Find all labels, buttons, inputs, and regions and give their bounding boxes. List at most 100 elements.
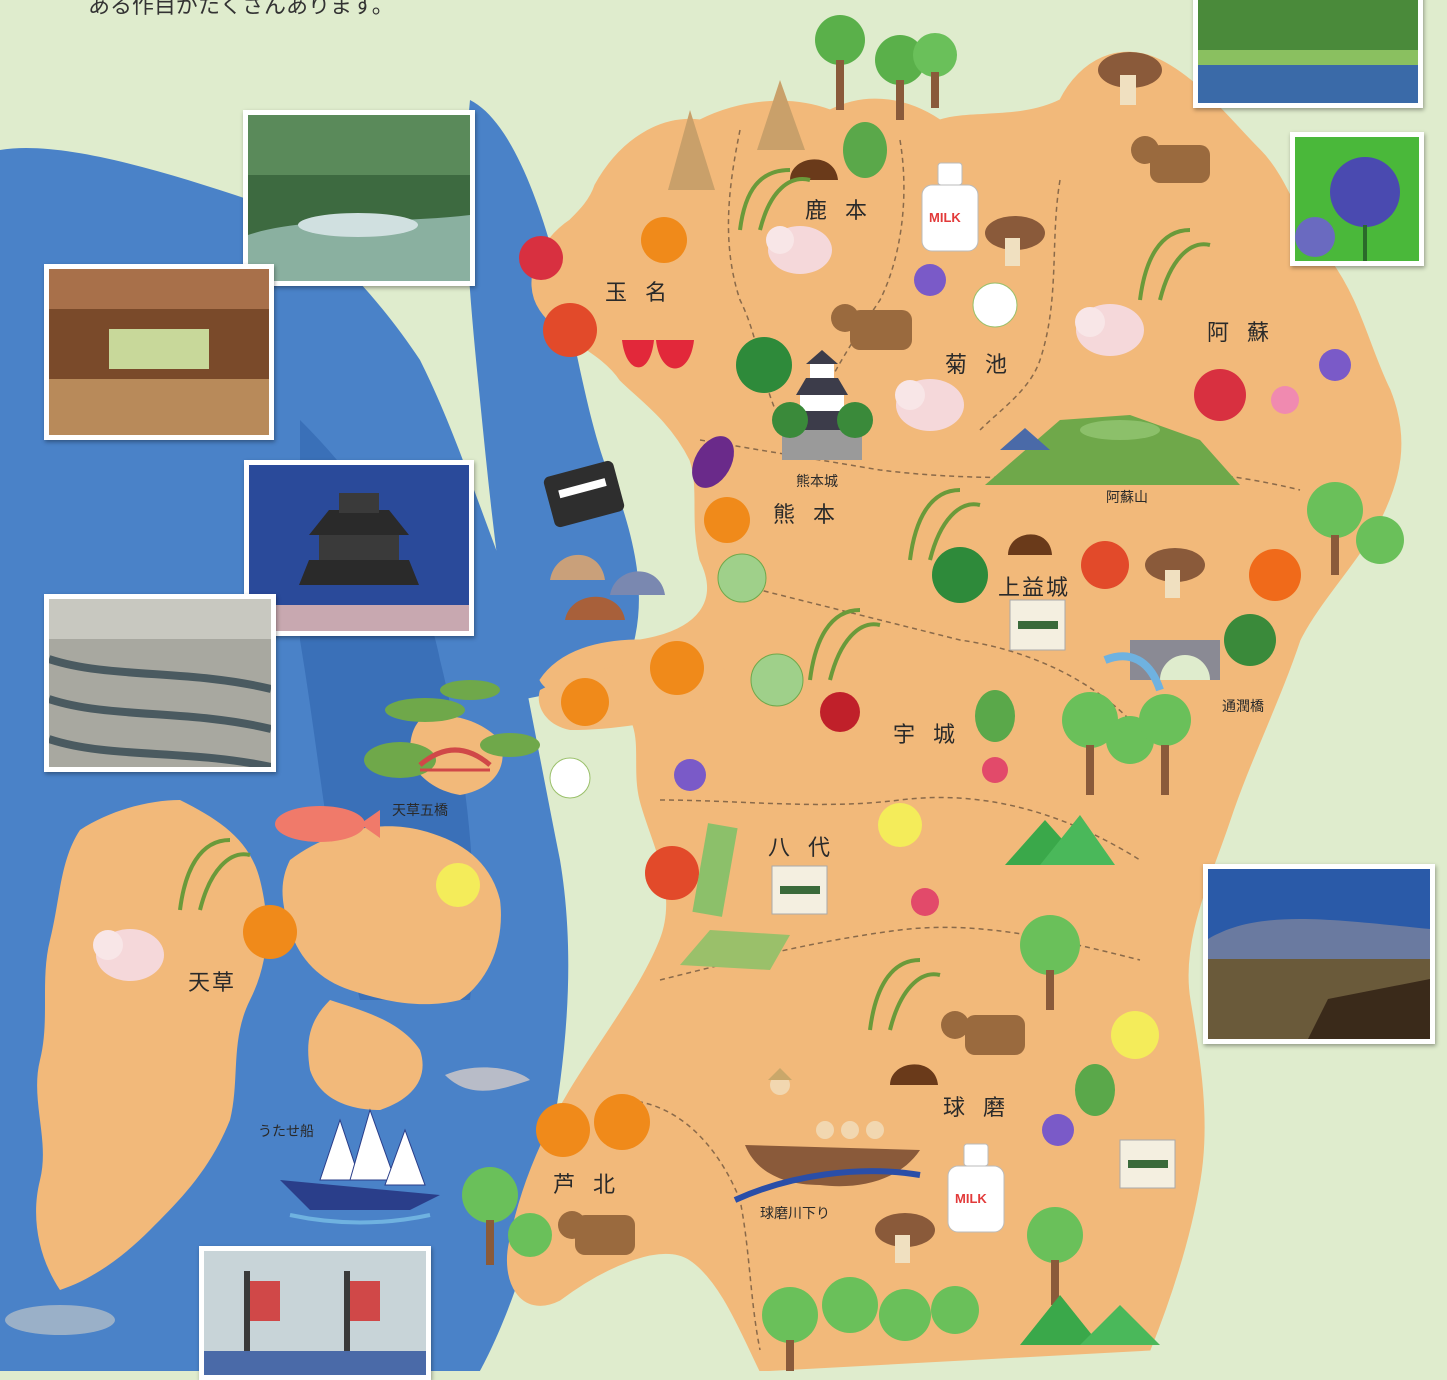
pig-icon <box>895 379 964 431</box>
flower-icon <box>1042 1114 1074 1146</box>
flower-icon <box>972 282 1018 328</box>
tree-icon <box>913 33 957 108</box>
landmark-label-kumamoto-castle: 熊本城 <box>796 474 838 490</box>
region-label-kamimashiki: 上益城 <box>998 576 1070 601</box>
rice-icon <box>1138 228 1211 301</box>
clam-icon <box>565 596 625 620</box>
mushroom-icon <box>1145 548 1205 598</box>
rush-grass-icon <box>692 823 738 917</box>
rice-icon <box>178 838 251 911</box>
utase-boat-icon <box>280 1108 440 1225</box>
tree-icon <box>1020 915 1080 1010</box>
tree-icon <box>1020 1295 1100 1345</box>
tea-leaf-icon <box>843 122 887 178</box>
mushroom-icon <box>985 216 1045 266</box>
nori-pack-icon <box>771 865 828 915</box>
rice-icon <box>908 488 981 561</box>
milk-bottle-icon: MILK <box>947 1143 1005 1233</box>
bamboo-shoot-icon <box>668 110 715 190</box>
melon-icon <box>750 653 804 707</box>
fish-icon <box>445 1067 530 1091</box>
flower-icon <box>436 863 480 907</box>
chestnut-icon <box>890 1064 938 1085</box>
photo-hitoyoshi-basin <box>1203 864 1435 1044</box>
flower-icon <box>674 759 706 791</box>
tree-icon <box>931 1286 979 1334</box>
landmark-label-kuma-river-rafting: 球磨川下り <box>760 1206 830 1222</box>
ariake-sea <box>465 100 639 700</box>
tomato-icon <box>645 846 699 900</box>
cow-icon <box>941 1011 1025 1055</box>
tree-icon <box>762 1287 818 1371</box>
mandarin-icon <box>650 641 704 695</box>
fish-icon <box>5 1305 115 1335</box>
tree-icon <box>875 35 925 120</box>
chestnut-icon <box>790 159 838 180</box>
photo-fishing-boats <box>199 1246 431 1380</box>
mandarin-icon <box>561 678 609 726</box>
flower-icon <box>1319 349 1351 381</box>
photo-yachiyoza-theater <box>44 264 274 440</box>
landmark-label-amakusa-bridges: 天草五橋 <box>392 803 448 819</box>
tree-icon <box>815 15 865 110</box>
tea-leaf-icon <box>1075 1064 1115 1116</box>
nori-pack-icon <box>1119 1139 1176 1189</box>
flower-icon <box>1111 1011 1159 1059</box>
region-label-kumamoto: 熊本 <box>773 503 853 528</box>
photo-kumamoto-castle <box>244 460 474 636</box>
region-label-yatsushiro: 八代 <box>768 836 848 861</box>
milk-bottle-icon: MILK <box>921 162 979 252</box>
kuma-river-rafting-icon <box>733 1068 921 1203</box>
landmark-label-utase-boat: うたせ船 <box>258 1124 314 1140</box>
tree-icon <box>1307 482 1363 575</box>
tree-icon <box>1027 1207 1083 1305</box>
bamboo-shoot-icon <box>757 80 805 150</box>
tea-leaf-icon <box>975 690 1015 742</box>
nori-icon <box>543 460 625 528</box>
mandarin-icon <box>536 1103 590 1157</box>
flower-icon <box>911 888 939 916</box>
photo-aso-grassland <box>1193 0 1423 108</box>
watermelon-icon <box>736 337 792 393</box>
landmark-label-tsujun-bridge: 通潤橋 <box>1222 699 1264 715</box>
mainland <box>506 51 1402 1371</box>
mandarin-icon <box>594 1094 650 1150</box>
region-label-kuma: 球磨 <box>943 1096 1023 1121</box>
pig-icon <box>766 226 832 274</box>
tree-icon <box>1040 815 1115 865</box>
region-label-uki: 宇城 <box>893 723 973 748</box>
nori-pack-icon <box>1009 599 1066 651</box>
flower-icon <box>878 803 922 847</box>
tree-icon <box>1080 1305 1160 1345</box>
tree-icon <box>837 402 873 438</box>
photo-kikuchi-gorge <box>243 110 475 286</box>
tomato-icon <box>543 303 597 357</box>
tree-icon <box>879 1289 931 1341</box>
eggplant-icon <box>692 436 734 488</box>
amakusa-island-south <box>308 1000 423 1110</box>
mandarin-icon <box>704 497 750 543</box>
flower-icon <box>914 264 946 296</box>
tree-icon <box>1139 694 1191 795</box>
tree-icon <box>1062 692 1118 795</box>
strawberry-icon <box>622 340 694 369</box>
photo-tidal-flats <box>44 594 276 772</box>
tree-icon <box>462 1167 518 1265</box>
mandarin-icon <box>243 905 297 959</box>
pig-icon <box>93 929 164 981</box>
region-label-tamana: 玉名 <box>605 281 685 306</box>
tree-icon <box>772 402 808 438</box>
region-label-aso: 阿蘇 <box>1207 321 1287 346</box>
mount-aso-icon <box>985 415 1240 485</box>
region-label-kamoto: 鹿本 <box>805 199 885 224</box>
amakusa-bridges-icon <box>364 680 540 778</box>
rice-icon <box>738 168 811 231</box>
region-label-ashikita: 芦北 <box>553 1173 633 1198</box>
svg-text:MILK: MILK <box>955 1191 987 1206</box>
amakusa-island-west <box>36 800 267 1290</box>
tree-icon <box>1224 614 1276 666</box>
photo-thistle-flower <box>1290 132 1424 266</box>
mandarin-icon <box>641 217 687 263</box>
clam-icon <box>610 571 665 595</box>
